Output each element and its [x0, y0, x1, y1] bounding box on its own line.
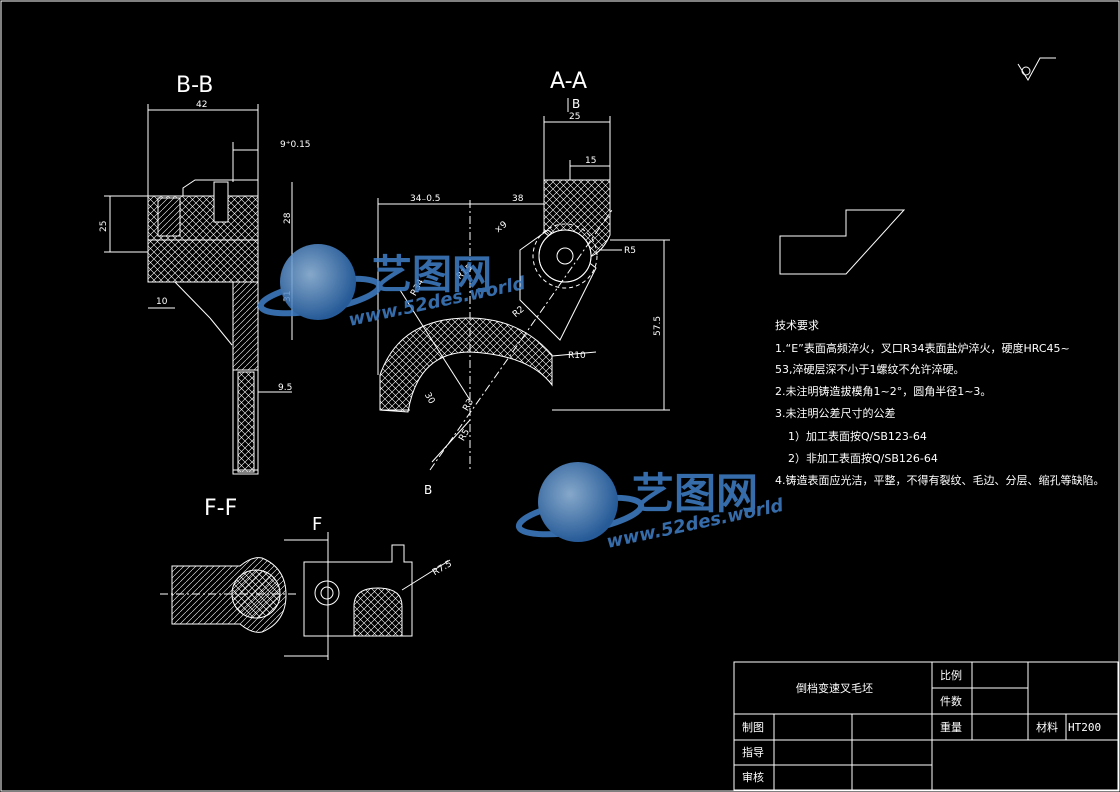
view-f: F [284, 514, 451, 660]
ff-title: F-F [204, 496, 237, 521]
aa-dim-r2: R2 [511, 305, 527, 320]
aa-dim-r5: R5 [624, 246, 636, 256]
aa-dim-38: 38 [512, 194, 524, 204]
aa-dim-r3: R3 [461, 398, 476, 413]
aa-dim-r10: R10 [568, 351, 586, 361]
tech-item-2: 53,淬硬层深不小于1螺纹不允许淬硬。 [775, 362, 965, 376]
aa-dim-30: 30 [422, 391, 437, 406]
roughness-symbol [1017, 57, 1056, 81]
watermark-globe-2 [538, 462, 618, 542]
view-ff: F-F [160, 496, 296, 633]
watermark-globe-1 [280, 244, 356, 320]
bb-dim-42: 42 [196, 100, 207, 110]
f-title: F [312, 514, 322, 535]
aa-dim-15: 15 [585, 156, 596, 166]
f-dim-r7-5: R7.5 [431, 559, 454, 578]
section-label-b: B [424, 483, 432, 497]
bb-dim-10: 10 [156, 297, 168, 307]
tb-weight-label: 重量 [940, 720, 962, 734]
tb-guide-label: 指导 [742, 745, 764, 759]
tb-review-label: 审核 [742, 770, 764, 784]
bb-dim-28: 28 [283, 212, 293, 224]
aa-cut-marker: B [572, 97, 580, 111]
aa-dim-dia9: ×9 [493, 220, 510, 236]
bb-dim-9: 9⁺0.15 [280, 140, 311, 150]
tb-count-label: 件数 [940, 695, 962, 708]
aa-dim-34: 34₋0.5 [410, 194, 441, 204]
wedge-sketch [779, 209, 906, 275]
bb-title: B-B [176, 73, 213, 98]
tech-item-3: 2.未注明铸造拔模角1~2°，圆角半径1~3。 [775, 384, 991, 398]
tech-item-6: 2）非加工表面按Q/SB126-64 [788, 451, 938, 465]
tb-scale-label: 比例 [940, 668, 962, 682]
aa-title: A-A [550, 69, 587, 94]
tb-material-value: HT200 [1068, 721, 1101, 734]
tech-item-1: 1.“E”表面高频淬火，叉口R34表面盐炉淬火，硬度HRC45~ [775, 341, 1070, 355]
view-aa: A-A B [377, 69, 670, 471]
tech-item-7: 4.铸造表面应光洁，平整，不得有裂纹、毛边、分层、缩孔等缺陷。 [775, 473, 1105, 487]
bb-stem [232, 281, 259, 371]
aa-dim-25: 25 [569, 112, 580, 122]
bb-dim-9-5: 9.5 [278, 383, 292, 393]
title-block [733, 661, 1119, 791]
tb-drawn-label: 制图 [742, 721, 764, 734]
tech-item-4: 3.未注明公差尺寸的公差 [775, 406, 896, 420]
tech-item-5: 1）加工表面按Q/SB123-64 [788, 429, 927, 443]
bb-dim-25: 25 [99, 221, 109, 232]
tech-heading: 技术要求 [775, 319, 819, 332]
watermark-2: 艺图网 www.52des.world [515, 462, 786, 553]
aa-dim-57-5: 57.5 [653, 316, 663, 336]
tech-requirements: 技术要求 1.“E”表面高频淬火，叉口R34表面盐炉淬火，硬度HRC45~ 53… [775, 319, 1105, 487]
aa-fork [379, 317, 553, 413]
tb-part-name: 倒档变速叉毛坯 [796, 681, 873, 695]
tb-material-label: 材料 [1036, 720, 1058, 734]
watermark-brand-1: 艺图网 [372, 252, 492, 298]
watermark-brand-2: 艺图网 [632, 469, 758, 518]
view-bb: B-B [104, 73, 293, 475]
watermark-1: 艺图网 www.52des.world [257, 244, 528, 331]
